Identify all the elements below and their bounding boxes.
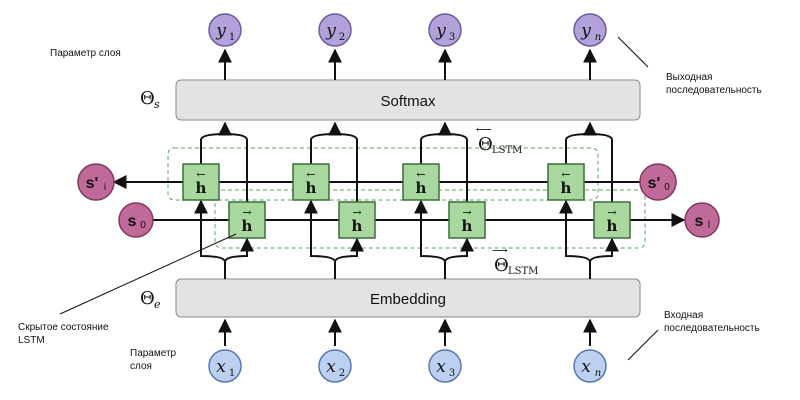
svg-text:Θ: Θ: [478, 134, 493, 155]
svg-text:s': s': [86, 175, 99, 192]
lstm-forward-cell: →h: [228, 201, 266, 239]
svg-text:⟶: ⟶: [492, 244, 508, 257]
svg-text:s: s: [128, 213, 137, 230]
output-node-y1: y 1: [208, 13, 242, 47]
svg-text:l: l: [708, 220, 710, 231]
lstm-forward-cell: →h: [338, 201, 376, 239]
cell-label: h: [352, 217, 363, 235]
backward-arrow-glyph: ←: [196, 168, 205, 181]
input-node-x3: x 3: [428, 349, 462, 383]
cell-label: h: [196, 179, 207, 197]
forward-arrow-glyph: →: [242, 206, 251, 219]
backward-lstm-box: [167, 147, 599, 201]
svg-text:x: x: [326, 357, 336, 377]
forward-arrow-glyph: →: [462, 206, 471, 219]
softmax-label: Softmax: [380, 93, 436, 110]
svg-text:LSTM: LSTM: [508, 266, 538, 277]
embedding-layer: [175, 278, 641, 318]
svg-text:y: y: [325, 21, 336, 41]
input-node-x1: x 1: [208, 349, 242, 383]
cell-label: h: [306, 179, 317, 197]
input-seq-annotation: Входная последовательность: [664, 310, 760, 334]
state-node-si-prime: s' i: [77, 163, 115, 201]
svg-text:n: n: [595, 368, 601, 379]
svg-text:Θ: Θ: [140, 88, 155, 109]
output-arrows: [218, 48, 597, 80]
embedding-label: Embedding: [370, 291, 446, 308]
svg-text:Θ: Θ: [494, 255, 509, 276]
hidden-state-pointer: [59, 233, 237, 315]
hidden-state-annotation: Скрытое состояние LSTM: [18, 322, 109, 346]
output-seq-pointer: [617, 36, 649, 68]
theta-lstm-forward-label: ⟶ Θ LSTM: [492, 244, 538, 277]
svg-text:x: x: [581, 357, 591, 377]
input-node-x2: x 2: [318, 349, 352, 383]
forward-arrow-glyph: →: [352, 206, 361, 219]
svg-text:x: x: [216, 357, 226, 377]
svg-text:i: i: [104, 182, 106, 193]
backward-arrow-glyph: ←: [306, 168, 315, 181]
softmax-layer: [175, 79, 641, 121]
lstm-cells: ←h→h←h→h←h→h←h→h: [182, 163, 631, 239]
svg-text:n: n: [595, 32, 601, 43]
cell-label: h: [561, 179, 572, 197]
backward-arrow-glyph: ←: [416, 168, 425, 181]
lstm-backward-cell: ←h: [182, 163, 220, 201]
input-seq-pointer: [627, 329, 659, 361]
output-node-y2: y 2: [318, 13, 352, 47]
svg-text:0: 0: [664, 182, 670, 193]
theta-e-label: Θ e: [140, 288, 161, 311]
svg-text:2: 2: [339, 32, 345, 43]
svg-text:y: y: [435, 21, 446, 41]
svg-text:⟵: ⟵: [476, 123, 492, 136]
svg-text:2: 2: [339, 368, 345, 379]
lstm-forward-cell: →h: [448, 201, 486, 239]
lstm-backward-cell: ←h: [402, 163, 440, 201]
theta-lstm-backward-label: ⟵ Θ LSTM: [476, 123, 522, 156]
svg-text:s': s': [648, 175, 661, 192]
svg-text:3: 3: [449, 368, 455, 379]
input-node-xn: x n: [573, 349, 607, 383]
svg-text:y: y: [215, 21, 226, 41]
output-seq-annotation: Выходная последовательность: [666, 72, 762, 96]
cell-connections: [194, 121, 619, 279]
state-node-s0-prime: s' 0: [639, 163, 677, 201]
cell-label: h: [242, 217, 253, 235]
svg-text:0: 0: [140, 220, 146, 231]
svg-text:y: y: [580, 21, 591, 41]
svg-text:s: s: [695, 213, 704, 230]
layer-param-top-annotation: Параметр слоя: [50, 48, 121, 59]
cell-label: h: [416, 179, 427, 197]
svg-text:1: 1: [229, 368, 235, 379]
lstm-forward-cell: →h: [593, 201, 631, 239]
backward-arrow-glyph: ←: [561, 168, 570, 181]
lstm-backward-cell: ←h: [292, 163, 330, 201]
input-arrows: [218, 318, 597, 346]
svg-text:s: s: [154, 98, 160, 111]
cell-label: h: [607, 217, 618, 235]
svg-text:x: x: [436, 357, 446, 377]
svg-text:e: e: [154, 298, 161, 311]
layer-param-bottom-annotation: Параметр слоя: [130, 348, 177, 372]
svg-text:3: 3: [449, 32, 455, 43]
svg-text:Θ: Θ: [140, 288, 155, 309]
svg-text:1: 1: [229, 32, 235, 43]
lstm-backward-cell: ←h: [547, 163, 585, 201]
cell-label: h: [462, 217, 473, 235]
state-node-sl: s l: [684, 202, 720, 238]
svg-text:LSTM: LSTM: [492, 145, 522, 156]
forward-arrow-glyph: →: [607, 206, 616, 219]
state-node-s0: s 0: [118, 202, 154, 238]
output-node-yn: y n: [573, 13, 607, 47]
output-node-y3: y 3: [428, 13, 462, 47]
theta-s-label: Θ s: [140, 88, 160, 111]
